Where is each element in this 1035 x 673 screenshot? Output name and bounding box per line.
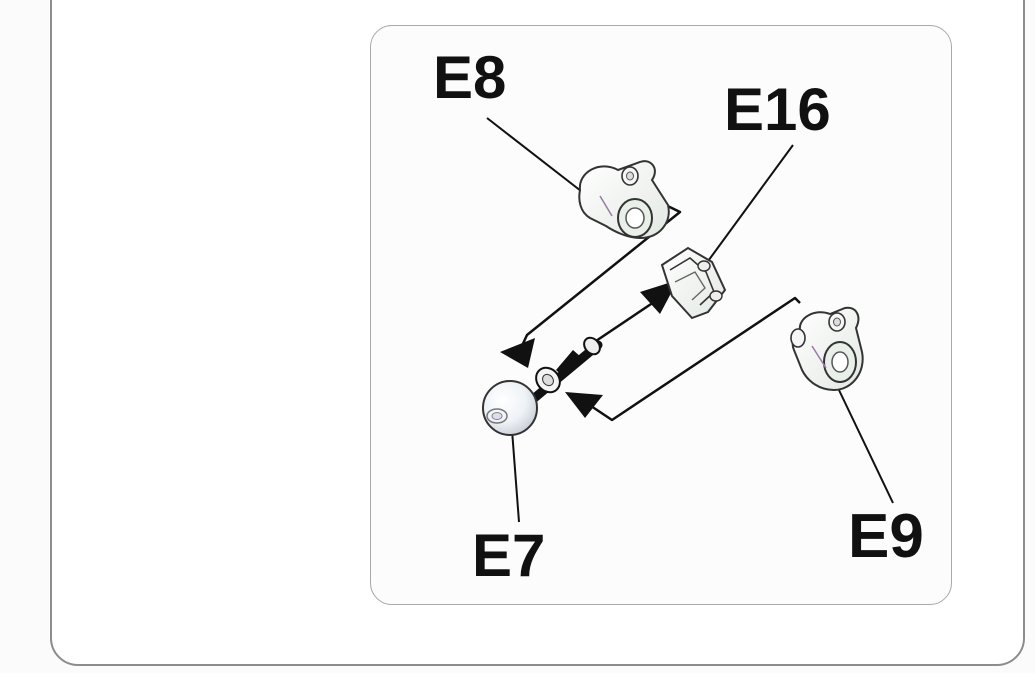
arrow-head-e16 <box>640 280 678 314</box>
label-e8: E8 <box>433 44 507 111</box>
part-e7-ball <box>482 380 538 436</box>
part-e9 <box>790 306 864 392</box>
label-e7: E7 <box>472 522 546 589</box>
assembly-path-e16 <box>589 296 661 347</box>
part-e16 <box>660 246 727 320</box>
arrow-head-e9 <box>565 392 603 418</box>
label-e9: E9 <box>848 502 924 571</box>
leader-line-e7 <box>511 429 520 523</box>
leader-line-e16 <box>702 144 794 269</box>
label-e16: E16 <box>724 76 831 143</box>
leader-line-e8 <box>486 117 591 199</box>
part-e8 <box>578 160 670 240</box>
leader-line-e9 <box>837 387 894 504</box>
arrow-head-e8 <box>500 338 535 368</box>
assembly-path-e9 <box>584 296 801 422</box>
